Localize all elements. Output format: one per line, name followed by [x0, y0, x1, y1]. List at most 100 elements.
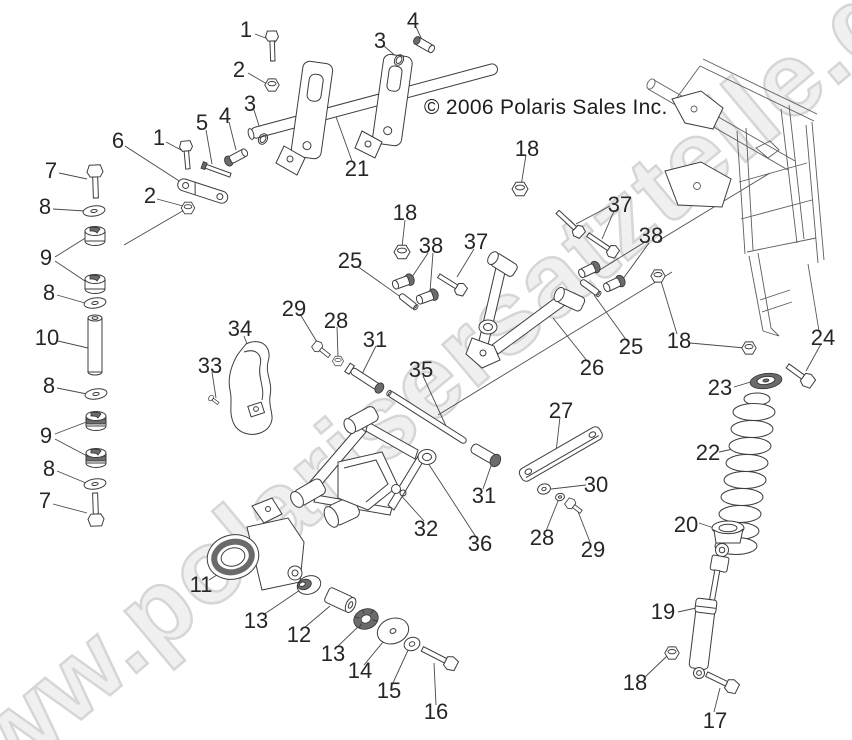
- callout-26: 26: [579, 355, 605, 380]
- washer-8b: [83, 297, 107, 309]
- callout-22: 22: [695, 440, 721, 465]
- bolt-7-top: [86, 164, 104, 199]
- bushing-38c: [578, 260, 601, 279]
- callout-31b: 31: [471, 483, 497, 508]
- callout-28: 28: [323, 308, 349, 333]
- o-ring-3b: [257, 133, 269, 145]
- callout-2b: 2: [143, 183, 157, 208]
- washer-8c: [84, 388, 108, 400]
- bearing-13b: [353, 608, 379, 630]
- stabilizer-assembly: [247, 53, 498, 176]
- nut-18d: [741, 341, 757, 355]
- callout-38: 38: [418, 233, 444, 258]
- pin-5: [200, 161, 232, 178]
- fastener-nut-2a: [264, 78, 280, 92]
- callout-8d: 8: [42, 456, 56, 481]
- callout-9b: 9: [39, 423, 53, 448]
- callout-21: 21: [344, 156, 370, 181]
- callout-37b: 37: [607, 192, 633, 217]
- bushing-9a: [84, 226, 106, 246]
- mud-shield-34: [228, 341, 273, 435]
- bushing-9b: [84, 274, 106, 294]
- upper-a-arm: [465, 251, 586, 369]
- sleeve-12: [324, 587, 357, 613]
- washer-14: [376, 617, 410, 645]
- washer-8a: [82, 205, 106, 217]
- bolt-37b1: [555, 209, 587, 239]
- callout-3b: 3: [243, 91, 257, 116]
- leader-lines: [52, 26, 822, 713]
- callout-8b: 8: [42, 280, 56, 305]
- shock-absorber-19: [688, 543, 730, 679]
- callout-14: 14: [347, 658, 373, 683]
- callout-23: 23: [707, 375, 733, 400]
- bushing-38a: [391, 273, 415, 290]
- copyright-text: © 2006 Polaris Sales Inc.: [424, 96, 668, 119]
- callout-15: 15: [376, 678, 402, 703]
- tube-25b: [579, 279, 602, 298]
- lower-control-arm: [290, 406, 437, 528]
- callout-2: 2: [232, 57, 246, 82]
- spring-cap-23: [749, 372, 783, 390]
- callout-19: 19: [650, 599, 676, 624]
- tube-25a: [398, 293, 419, 311]
- callout-4: 4: [406, 8, 420, 33]
- callout-1: 1: [239, 17, 253, 42]
- callout-11: 11: [189, 572, 213, 597]
- callout-37: 37: [463, 229, 489, 254]
- cap-13a: [296, 575, 322, 595]
- callout-33: 33: [197, 353, 223, 378]
- bushing-31b: [470, 443, 502, 468]
- nut-18c: [650, 269, 666, 283]
- screw-29a: [311, 340, 332, 359]
- callout-17: 17: [702, 708, 728, 733]
- callout-20: 20: [673, 512, 699, 537]
- spacer-tube-10: [87, 314, 103, 376]
- nut-28a: [331, 355, 345, 367]
- callout-7: 7: [44, 158, 58, 183]
- spacer-4a: [413, 36, 436, 54]
- callout-31: 31: [362, 327, 388, 352]
- callout-35: 35: [408, 357, 434, 382]
- callout-1b: 1: [152, 125, 166, 150]
- bolt-37a: [436, 273, 469, 297]
- callout-27: 27: [548, 398, 574, 423]
- screw-29b: [564, 497, 583, 514]
- callout-16: 16: [423, 699, 449, 724]
- callout-29: 29: [281, 296, 307, 321]
- bushing-38d: [603, 274, 626, 293]
- callout-13b: 13: [320, 641, 346, 666]
- bushing-9d: [85, 448, 107, 468]
- fastener-bolt-1a: [264, 30, 280, 62]
- bushing-38b: [415, 288, 439, 305]
- callout-8c: 8: [42, 373, 56, 398]
- callout-5: 5: [195, 110, 209, 135]
- callout-25b: 25: [618, 334, 644, 359]
- bushing-9c: [85, 411, 107, 431]
- callout-7b: 7: [38, 488, 52, 513]
- bolt-17: [704, 671, 741, 695]
- callout-30: 30: [583, 472, 609, 497]
- callout-28b: 28: [529, 525, 555, 550]
- callout-25: 25: [337, 248, 363, 273]
- screw-33: [208, 394, 220, 405]
- callout-24: 24: [810, 325, 836, 350]
- callout-36: 36: [467, 531, 493, 556]
- washer-30: [537, 483, 551, 495]
- washer-8d: [83, 478, 107, 490]
- strap-bracket-27: [518, 426, 603, 482]
- spacer-4b: [224, 148, 249, 167]
- pivot-rod-35: [386, 389, 467, 444]
- callout-8: 8: [38, 194, 52, 219]
- callout-18: 18: [392, 200, 418, 225]
- nut-18e: [664, 646, 680, 660]
- callout-6: 6: [111, 128, 125, 153]
- callout-10: 10: [34, 325, 60, 350]
- nut-18a: [393, 244, 411, 260]
- callout-12: 12: [286, 622, 312, 647]
- frame-section: [646, 58, 825, 337]
- bolt-24: [785, 363, 817, 389]
- callout-32: 32: [413, 516, 439, 541]
